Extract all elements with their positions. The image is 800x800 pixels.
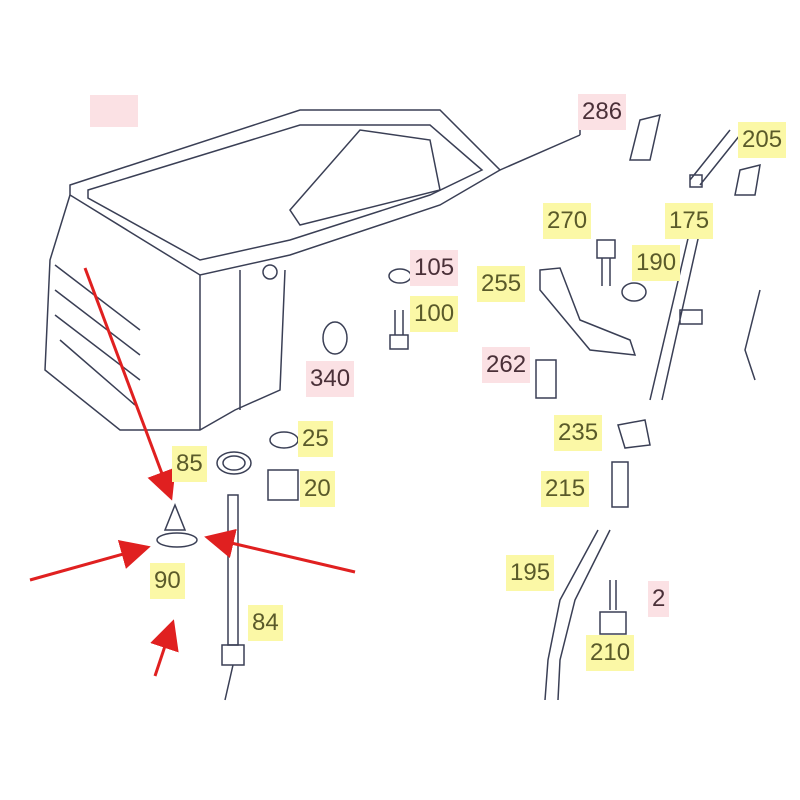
label-205: 205 <box>738 122 787 158</box>
label-286: 286 <box>578 94 627 130</box>
label-235: 235 <box>554 415 603 451</box>
label-215: 215 <box>541 471 590 507</box>
label-262: 262 <box>482 347 531 383</box>
label-25: 25 <box>298 421 333 457</box>
label-20: 20 <box>300 471 335 507</box>
label-100: 100 <box>410 296 459 332</box>
arrow-right <box>204 528 356 574</box>
label-340: 340 <box>306 361 355 397</box>
label-195: 195 <box>506 555 555 591</box>
label-210: 210 <box>586 635 635 671</box>
arrow-bottom <box>150 619 179 677</box>
label-90: 90 <box>150 563 185 599</box>
label-partial-topleft <box>90 95 138 127</box>
label-85: 85 <box>172 446 207 482</box>
red-arrows <box>29 267 356 677</box>
label-2-partial: 2 <box>648 581 670 617</box>
oil-pan <box>44 109 581 431</box>
label-270: 270 <box>543 203 592 239</box>
label-255: 255 <box>477 266 526 302</box>
label-175: 175 <box>665 203 714 239</box>
arrow-top <box>83 267 176 501</box>
arrow-left <box>29 539 151 582</box>
label-190: 190 <box>632 245 681 281</box>
label-105: 105 <box>410 250 459 286</box>
label-84: 84 <box>248 605 283 641</box>
